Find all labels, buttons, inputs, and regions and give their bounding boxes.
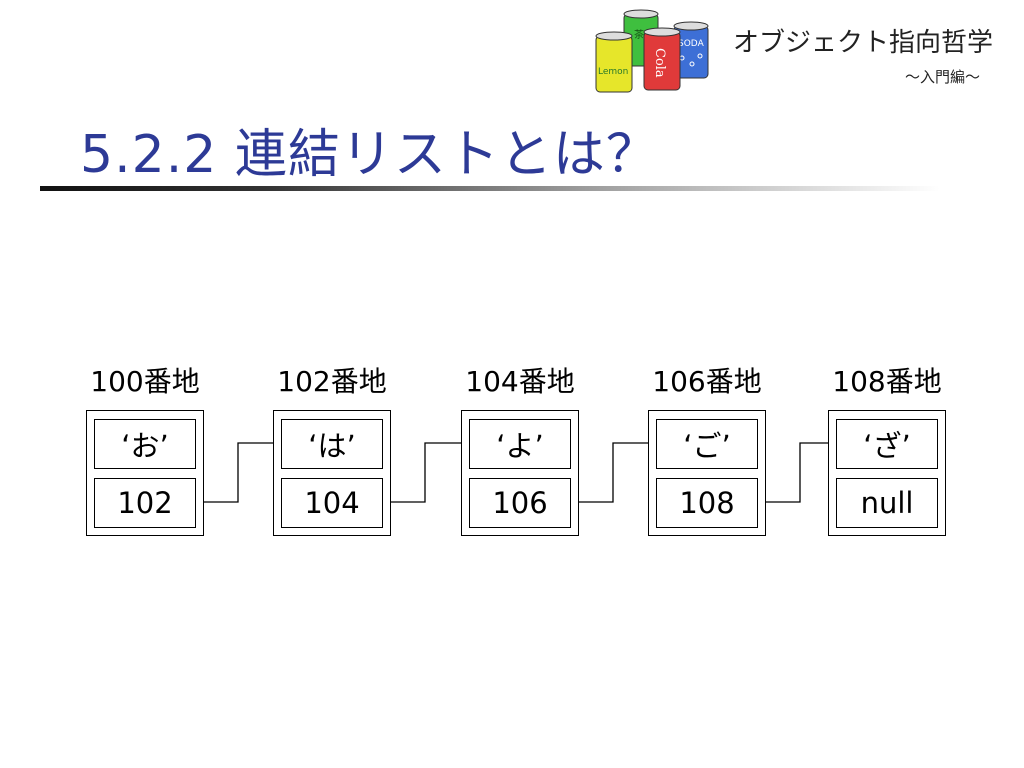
node-next-pointer-cell: 108 bbox=[656, 478, 758, 528]
node-data-cell: ‘お’ bbox=[94, 419, 196, 469]
next-pointer-arrow bbox=[391, 439, 469, 503]
course-title: オブジェクト指向哲学 bbox=[733, 28, 994, 58]
node-next-pointer-cell: 106 bbox=[469, 478, 571, 528]
list-node: ‘よ’ 106 bbox=[461, 410, 579, 536]
node-next-pointer-cell: null bbox=[836, 478, 938, 528]
node-data-cell: ‘ざ’ bbox=[836, 419, 938, 469]
next-pointer-arrow bbox=[766, 439, 836, 503]
list-node: ‘お’ 102 bbox=[86, 410, 204, 536]
lemon-can-label: Lemon bbox=[598, 67, 628, 77]
node-data-cell: ‘は’ bbox=[281, 419, 383, 469]
red-can-icon: Cola bbox=[643, 27, 681, 91]
yellow-can-icon: Lemon bbox=[595, 31, 633, 93]
soda-can-label: SODA bbox=[678, 39, 705, 49]
node-address-label: 100番地 bbox=[90, 365, 200, 398]
node-data-cell: ‘よ’ bbox=[469, 419, 571, 469]
node-address-label: 102番地 bbox=[277, 365, 387, 398]
node-address-label: 106番地 bbox=[652, 365, 762, 398]
list-node: ‘は’ 104 bbox=[273, 410, 391, 536]
next-pointer-arrow bbox=[579, 439, 656, 503]
slide-title: 5.2.2 連結リストとは？ bbox=[80, 125, 659, 185]
node-address-label: 104番地 bbox=[465, 365, 575, 398]
list-node: ‘ざ’ null bbox=[828, 410, 946, 536]
node-data-cell: ‘ご’ bbox=[656, 419, 758, 469]
title-underline bbox=[40, 186, 940, 191]
node-address-label: 108番地 bbox=[832, 365, 942, 398]
next-pointer-arrow bbox=[204, 439, 281, 503]
soda-cans-logo: 茶 SODA Lemon Cola bbox=[595, 9, 709, 93]
cola-can-label: Cola bbox=[652, 48, 667, 78]
course-subtitle: ～入門編～ bbox=[905, 68, 981, 86]
node-next-pointer-cell: 102 bbox=[94, 478, 196, 528]
node-next-pointer-cell: 104 bbox=[281, 478, 383, 528]
tea-can-label: 茶 bbox=[634, 28, 644, 41]
list-node: ‘ご’ 108 bbox=[648, 410, 766, 536]
